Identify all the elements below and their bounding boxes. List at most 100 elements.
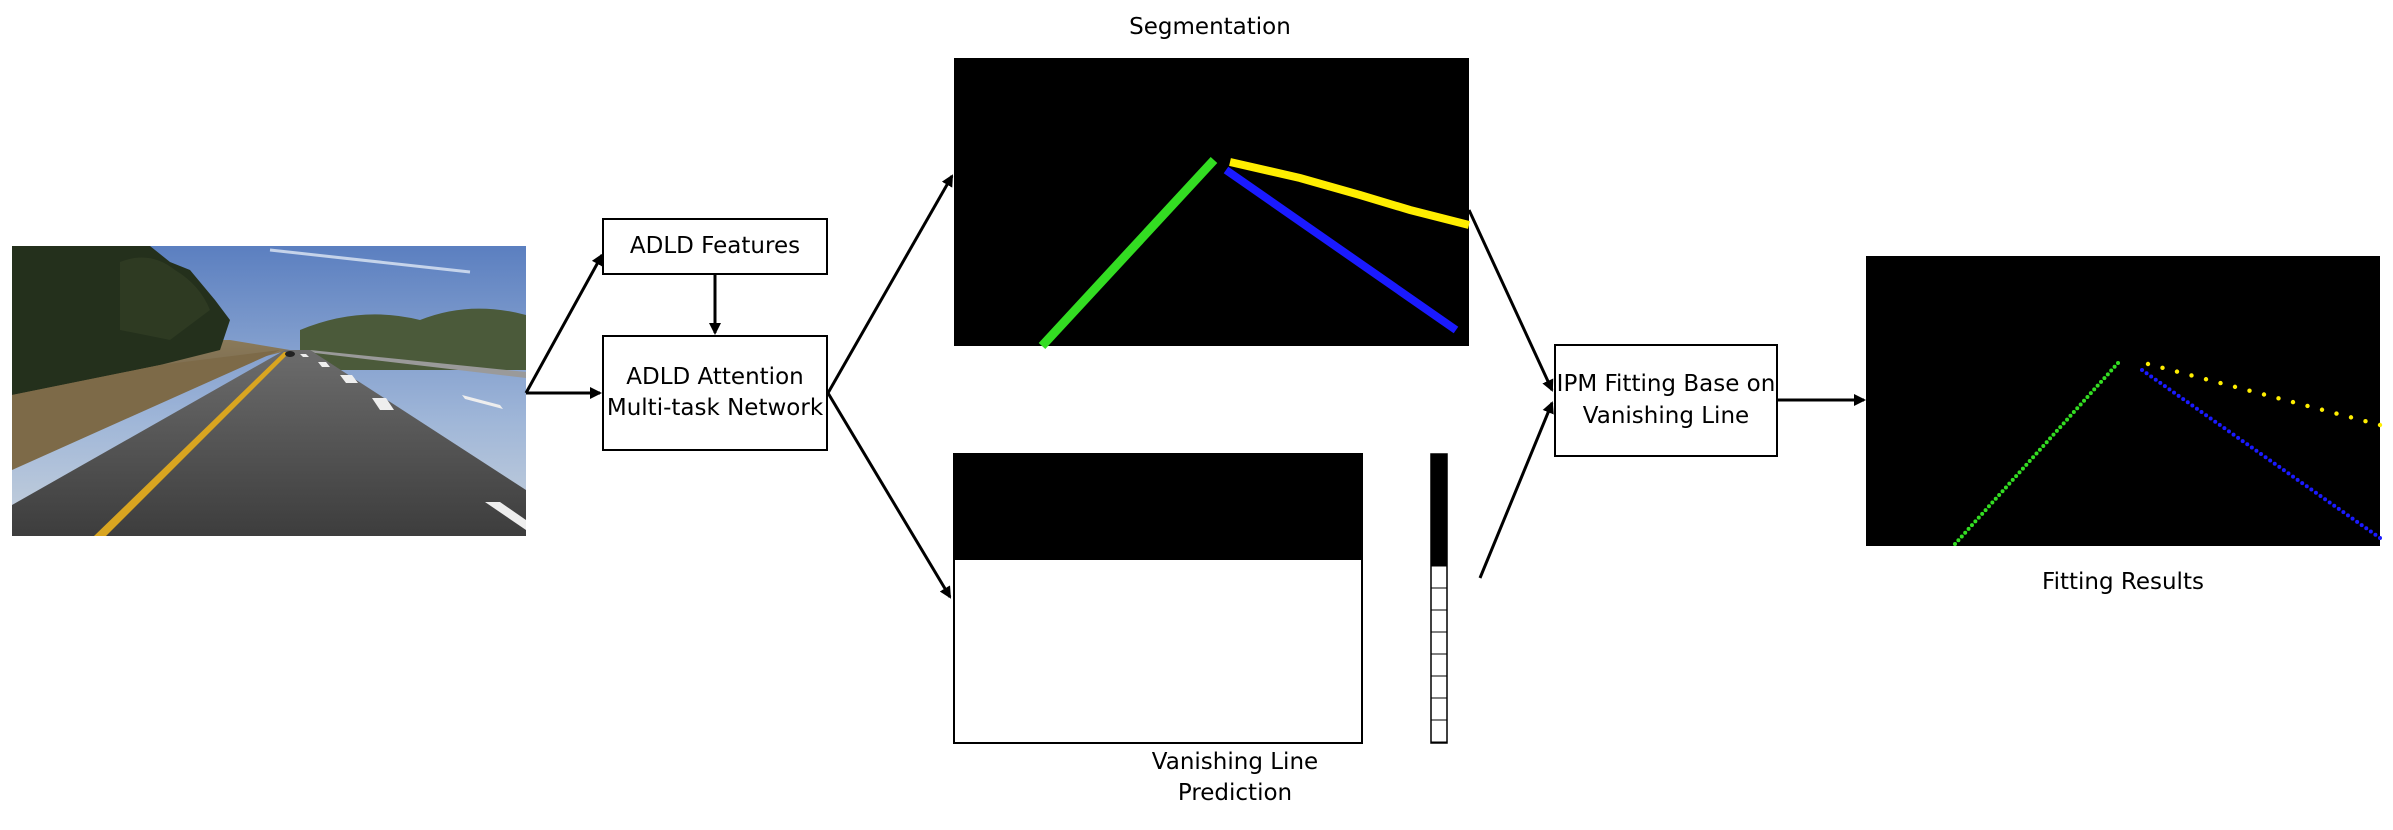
fitted-point (1973, 519, 1978, 524)
ipm-label-line2: Vanishing Line (1582, 402, 1750, 429)
blue-fitted-points (2140, 368, 2382, 540)
fitted-point (1956, 538, 1961, 543)
fitted-point (2291, 474, 2296, 479)
white-lane-dashes (300, 354, 526, 530)
input-road-image (12, 246, 526, 536)
fitted-point (2286, 471, 2291, 476)
fitted-point (1990, 500, 1995, 505)
network-label-line1: ADLD Attention (626, 363, 804, 390)
fitted-point (1993, 496, 1998, 501)
vanishing-caption-line1: Vanishing Line (1151, 749, 1319, 775)
fitted-point (2373, 532, 2378, 537)
fitted-point (1976, 515, 1981, 520)
fitted-point (2304, 484, 2309, 489)
fitted-point (2236, 435, 2241, 440)
fitted-point (2226, 429, 2231, 434)
fitted-point (2167, 387, 2172, 392)
fitted-point (2323, 497, 2328, 502)
fitted-point (2061, 421, 2066, 426)
fitted-point (2245, 442, 2250, 447)
fitted-point (1953, 542, 1957, 546)
fitted-point (2217, 422, 2222, 427)
fitting-results-caption: Fitting Results (2042, 569, 2204, 595)
arrow-network-to-segmentation (826, 174, 954, 394)
fitted-point (2254, 448, 2259, 453)
green-lane-segment (1038, 156, 1218, 350)
segmentation-image (954, 58, 1470, 350)
fitted-point (1986, 504, 1991, 509)
fitted-point (2355, 519, 2360, 524)
fitted-point (2345, 513, 2350, 518)
fitted-point (2222, 426, 2227, 431)
fitted-point (2232, 384, 2238, 390)
fitted-point (2263, 455, 2268, 460)
fitted-point (2051, 432, 2056, 437)
fitted-point (2240, 439, 2245, 444)
fitted-point (2332, 503, 2337, 508)
fitted-point (2363, 418, 2368, 424)
fitted-point (2092, 387, 2097, 392)
fitted-point (2010, 477, 2015, 482)
fitted-point (2189, 373, 2194, 378)
fitted-point (2350, 516, 2355, 521)
arrows (524, 174, 1866, 599)
fitted-point (2065, 417, 2070, 422)
fitted-point (2259, 452, 2263, 456)
fitted-point (2318, 494, 2323, 498)
fitted-point (2145, 361, 2151, 367)
fitted-point (1959, 534, 1964, 539)
fitted-point (2309, 487, 2314, 492)
fitted-point (2041, 443, 2046, 448)
fitted-point (2112, 364, 2117, 369)
fitted-point (2048, 436, 2053, 441)
blue-lane-segment (1223, 166, 1459, 334)
fitted-point (2378, 536, 2382, 540)
adld-features-label: ADLD Features (629, 232, 801, 259)
fitted-point (2341, 510, 2346, 515)
fitted-point (2185, 400, 2190, 405)
arrow-vanishing-to-ipm (1478, 401, 1554, 579)
fitted-point (1969, 523, 1974, 528)
fitted-point (2208, 416, 2213, 421)
fitted-point (2247, 388, 2252, 393)
vanishing-line-vector (1430, 453, 1448, 744)
fitted-point (2300, 481, 2305, 486)
fitted-point (2203, 377, 2209, 382)
fitted-point (2277, 464, 2282, 469)
fitted-point (2190, 403, 2195, 408)
fitted-point (2231, 432, 2236, 437)
fitted-point (2044, 440, 2049, 445)
fitted-point (1983, 508, 1988, 513)
arrow-segmentation-to-ipm (1467, 209, 1554, 392)
yellow-lane-marking (94, 352, 290, 536)
fitted-point (2075, 406, 2080, 411)
fitted-point (2272, 461, 2277, 466)
fitted-point (2174, 369, 2180, 374)
fitted-point (2348, 415, 2354, 420)
fitted-point (1997, 492, 2002, 497)
fitted-point (2071, 410, 2076, 415)
fitted-point (2290, 399, 2296, 405)
fitted-point (2364, 526, 2369, 531)
hills-shape (300, 308, 526, 370)
vanishing-caption-line2: Prediction (1177, 780, 1293, 807)
road-surface (12, 350, 526, 536)
fitted-point (2268, 458, 2273, 463)
fitted-point (2140, 368, 2144, 372)
fitted-point (2172, 390, 2177, 395)
vanishing-line-map (953, 453, 1363, 744)
fitted-point (2153, 377, 2158, 382)
fitted-point (2085, 394, 2090, 399)
fitted-point (2099, 379, 2104, 384)
fitted-point (2058, 425, 2063, 430)
arrow-network-to-vanishing (826, 392, 952, 599)
fitted-point (2249, 445, 2254, 450)
yellow-fitted-points (2145, 361, 2383, 428)
fitted-point (2000, 489, 2005, 494)
fitted-point (2377, 422, 2383, 428)
fitted-point (2295, 477, 2300, 482)
fitted-point (2027, 459, 2032, 464)
fitted-point (2078, 402, 2083, 407)
fitted-point (2082, 398, 2087, 403)
